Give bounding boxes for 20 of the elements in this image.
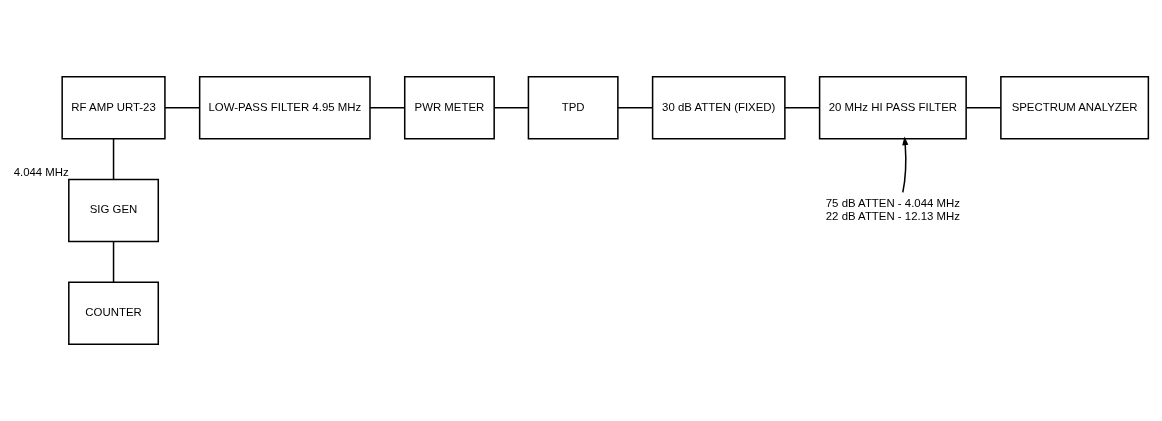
node-box: 30 dB ATTEN (FIXED) (651, 76, 786, 140)
connector (164, 106, 200, 109)
node-label: 4.044 MHz (13, 166, 69, 179)
node-box: TPD (527, 76, 619, 140)
node-box: 20 MHz HI PASS FILTER (818, 76, 967, 140)
connector (369, 106, 406, 109)
connector (965, 106, 1002, 109)
connector (112, 240, 115, 284)
connector (617, 106, 654, 109)
node-box: SIG GEN (68, 178, 160, 243)
node-box: SPECTRUM ANALYZER (1000, 76, 1150, 140)
node-box: PWR METER (403, 76, 495, 140)
arrow (902, 136, 909, 194)
connector (112, 137, 115, 181)
node-text: 75 dB ATTEN - 4.044 MHz 22 dB ATTEN - 12.13 MHz (825, 197, 960, 222)
node-box: LOW-PASS FILTER 4.95 MHz (198, 76, 371, 140)
node-box: RF AMP URT-23 (61, 76, 166, 140)
connector (784, 106, 821, 109)
node-box: COUNTER (68, 281, 160, 345)
connector (493, 106, 529, 109)
